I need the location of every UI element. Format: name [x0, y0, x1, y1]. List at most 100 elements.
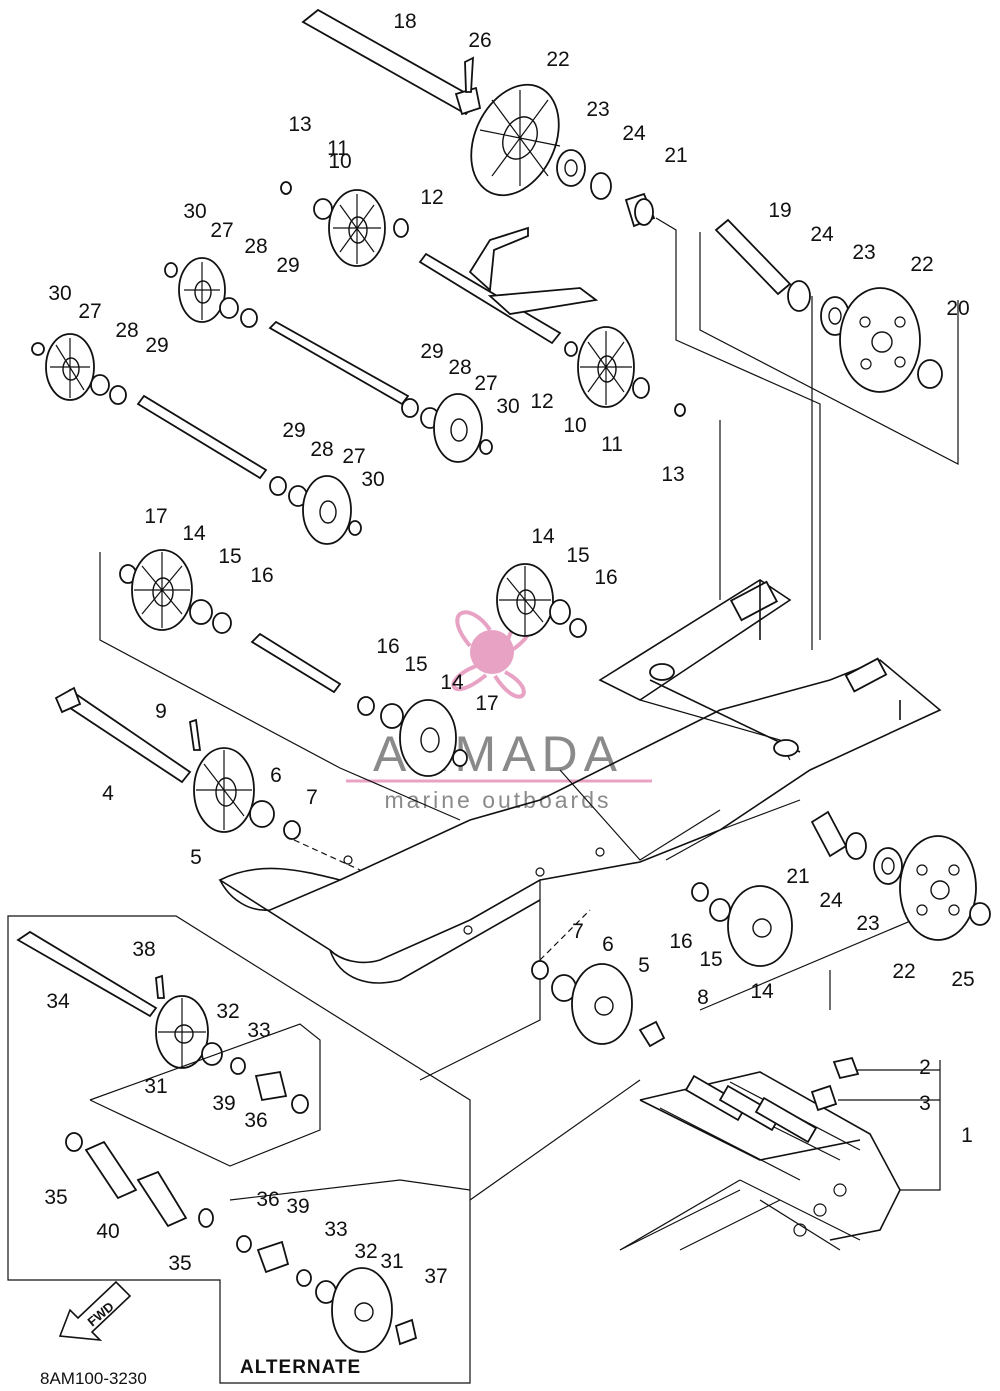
bushing-39-b — [256, 1240, 290, 1274]
callout-number: 29 — [282, 419, 305, 442]
callout-number: 24 — [810, 223, 834, 246]
spacer-40-b — [136, 1170, 188, 1228]
callout-number: 23 — [852, 241, 875, 264]
fwd-arrow-icon: FWD — [58, 1280, 132, 1342]
right-rear-wheel-group — [714, 218, 943, 393]
callout-number: 25 — [951, 968, 974, 991]
callout-number: 24 — [622, 122, 646, 145]
callout-number: 8 — [697, 986, 709, 1009]
leader-lines — [99, 217, 961, 1251]
bolt-8 — [638, 1020, 666, 1048]
spacer-20 — [917, 359, 943, 389]
callout-number: 6 — [270, 764, 282, 787]
callout-number: 7 — [306, 786, 318, 809]
callout-number: 11 — [601, 433, 623, 456]
callout-number: 38 — [132, 938, 155, 961]
alternate-panel — [7, 915, 471, 1384]
callout-number: 10 — [328, 150, 351, 173]
callout-number: 35 — [44, 1186, 67, 1209]
clip-3 — [810, 1084, 838, 1112]
callout-number: 14 — [531, 525, 555, 548]
cotter-pin-26 — [464, 56, 474, 93]
callout-number: 11 — [327, 137, 349, 160]
callout-number: 9 — [155, 700, 167, 723]
callout-number: 21 — [786, 865, 809, 888]
callout-number: 26 — [468, 29, 491, 52]
nut-37 — [394, 1318, 418, 1346]
callout-number: 23 — [856, 912, 879, 935]
front-axle-assembly — [54, 686, 301, 840]
callout-number: 4 — [102, 782, 114, 805]
callout-number: 17 — [475, 692, 498, 715]
callout-number: 30 — [361, 468, 384, 491]
callout-number: 39 — [212, 1092, 235, 1115]
callout-number: 36 — [244, 1109, 267, 1132]
collar-24 — [590, 172, 612, 200]
callout-number: 28 — [115, 319, 138, 342]
bushing-39-a — [254, 1070, 288, 1102]
callout-number: 28 — [310, 438, 333, 461]
callout-number: 22 — [910, 253, 933, 276]
callout-number: 39 — [286, 1195, 309, 1218]
callout-number: 12 — [530, 390, 553, 413]
callout-number: 14 — [750, 980, 774, 1003]
middle-wheel-group — [269, 393, 493, 545]
callout-number: 27 — [474, 372, 497, 395]
cotter-pin-38 — [155, 974, 165, 999]
lower-wheel-group — [531, 882, 793, 1048]
center-cross-shaft — [418, 226, 599, 345]
callout-number: 17 — [144, 505, 167, 528]
drawing-code: 8AM100-3230 — [40, 1369, 147, 1388]
callout-number: 6 — [602, 933, 614, 956]
slide-rail-frame — [218, 579, 942, 984]
spacer-19 — [714, 218, 792, 296]
callout-number: 27 — [342, 445, 365, 468]
rear-axle-assembly — [301, 8, 656, 228]
cotter-pin-9 — [189, 718, 202, 751]
upper-wheel-group — [280, 181, 409, 267]
spacer-21-b — [810, 810, 848, 858]
callout-number: 5 — [638, 954, 650, 977]
callout-number: 40 — [96, 1220, 119, 1243]
callout-number: 14 — [182, 522, 206, 545]
callout-number: 28 — [244, 235, 267, 258]
callout-number: 5 — [190, 846, 202, 869]
left-wheel-14-group — [119, 549, 342, 694]
clip-2 — [832, 1056, 860, 1080]
right-front-wheel-group — [810, 810, 991, 941]
callout-number: 15 — [218, 545, 241, 568]
callout-number: 30 — [48, 282, 71, 305]
callout-number: 36 — [256, 1188, 279, 1211]
callout-number: 28 — [448, 356, 471, 379]
callout-number: 3 — [919, 1092, 931, 1115]
track-assembly — [619, 1056, 941, 1251]
center-wheel-14-group — [357, 563, 587, 777]
callout-number: 14 — [440, 671, 464, 694]
watermark-tagline: marine outboards — [385, 787, 612, 813]
left-upper-wheel-shaft — [164, 257, 410, 406]
callout-number: 13 — [288, 113, 311, 136]
callout-number: 23 — [586, 98, 609, 121]
callout-number: 22 — [892, 960, 915, 983]
callout-number: 21 — [664, 144, 687, 167]
callout-number: 15 — [566, 544, 589, 567]
callout-number: 2 — [919, 1056, 931, 1079]
callout-number: 15 — [404, 653, 427, 676]
callout-number: 10 — [563, 414, 586, 437]
callout-number: 37 — [424, 1265, 447, 1288]
callout-number: 24 — [819, 889, 843, 912]
callout-number: 18 — [393, 10, 416, 33]
callout-number: 27 — [78, 300, 101, 323]
callout-number: 20 — [946, 297, 969, 320]
right-mid-wheel-group — [564, 326, 686, 417]
callout-number: 34 — [46, 990, 70, 1013]
callout-number: 22 — [546, 48, 569, 71]
callout-number: 33 — [324, 1218, 347, 1241]
left-lower-wheel-shaft — [31, 333, 268, 480]
callout-number: 32 — [354, 1240, 377, 1263]
spacer-40-a — [84, 1140, 138, 1200]
callout-number: 7 — [572, 920, 584, 943]
